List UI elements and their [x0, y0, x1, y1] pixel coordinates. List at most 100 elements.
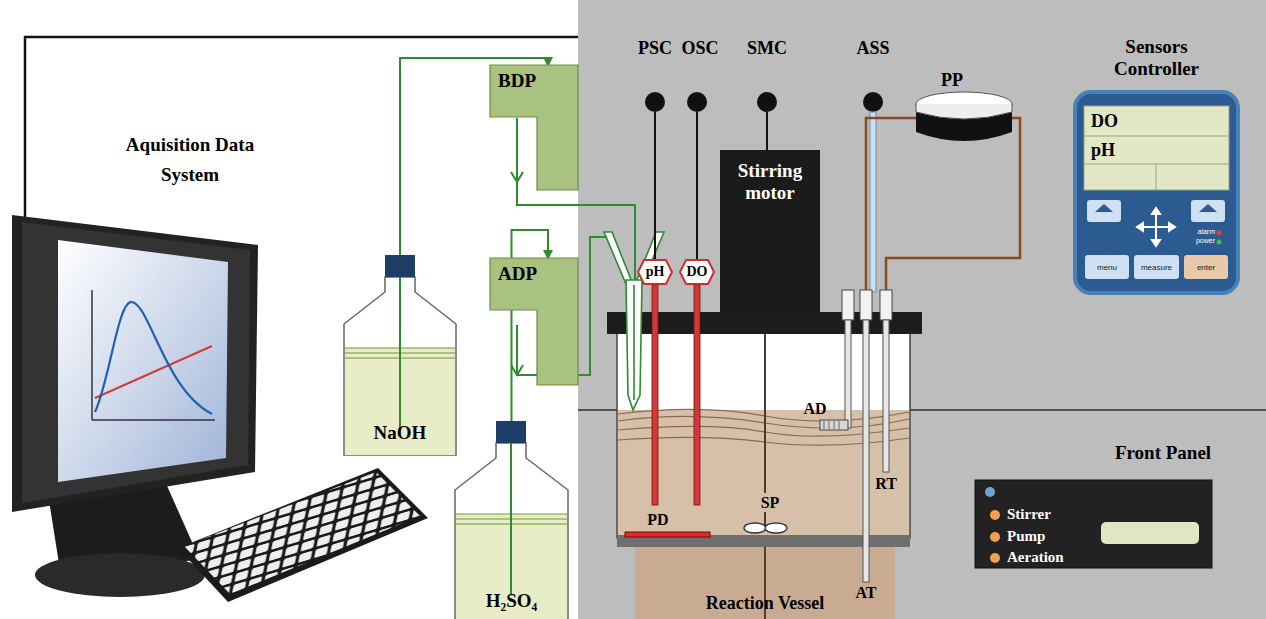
node-text: Pump [1007, 528, 1097, 545]
node-title: ADP [498, 263, 558, 285]
stirring-motor: Stirring motor [720, 150, 820, 312]
circle-stroke [990, 553, 1000, 563]
node-title: H₂SO₄ [453, 590, 570, 612]
circle-stroke [645, 92, 665, 112]
path-stroke [95, 302, 212, 414]
rect-stroke [652, 285, 658, 505]
vessel-tubes [820, 290, 892, 582]
line-stroke [696, 112, 698, 262]
node-text: alarm [1177, 228, 1215, 236]
polygon-stroke [638, 260, 672, 284]
polygon-stroke [178, 468, 428, 602]
node-text: Stirrer [1007, 506, 1097, 523]
rect-stroke [635, 546, 895, 619]
g-stroke [1137, 208, 1175, 246]
polyline-stroke [886, 118, 1020, 290]
rect-stroke [1134, 255, 1179, 279]
line-stroke [633, 285, 635, 400]
probes [645, 92, 883, 505]
part-label: PP [928, 66, 976, 95]
polygon-stroke [626, 280, 642, 410]
path-stroke [490, 65, 578, 190]
line-stroke [510, 421, 512, 594]
polygon-stroke [22, 222, 250, 503]
node-title: Sensors Controller [1091, 36, 1222, 80]
part-label: PD [636, 507, 680, 533]
rect-stroke [1075, 92, 1238, 293]
node-text: measure [1134, 263, 1179, 272]
rect-stroke [870, 112, 876, 292]
rect-stroke [842, 290, 854, 320]
node-title: Stirring motor [722, 160, 818, 204]
rect-stroke [1087, 200, 1121, 222]
rect-stroke [863, 320, 869, 582]
part-label: AT [846, 580, 886, 606]
node-title: NaOH [342, 422, 458, 444]
node-text: power [1177, 237, 1215, 245]
rect-stroke [720, 150, 820, 312]
line-stroke [839, 421, 840, 429]
ellipse-stroke [744, 523, 766, 533]
rect-stroke [1101, 522, 1199, 544]
node-text: Aeration [1007, 549, 1097, 566]
dosing-pump: BDP [490, 65, 578, 190]
rect-stroke [880, 290, 892, 320]
circle-stroke [1217, 231, 1222, 236]
node-text: DO [1091, 111, 1151, 132]
line-stroke [1156, 164, 1157, 190]
circle-stroke [863, 92, 883, 112]
node-title: Front Panel [1093, 442, 1233, 464]
connector-label: OSC [675, 34, 725, 63]
circle-stroke [1217, 240, 1222, 245]
circle-stroke [990, 532, 1000, 542]
circle-stroke [985, 487, 995, 497]
path-stroke [511, 365, 523, 375]
dosing-pump: ADP [490, 258, 578, 385]
line-stroke [829, 421, 830, 429]
system-label: Aquisition Data System [95, 130, 285, 191]
ellipse-stroke [765, 523, 787, 533]
part-label: AD [796, 396, 834, 422]
path-stroke [490, 258, 578, 385]
reagent-bottle: NaOH [342, 252, 458, 455]
reagent-bottle-shape [453, 418, 570, 619]
rect-stroke [496, 421, 526, 443]
path-stroke [511, 172, 523, 182]
polygon-stroke [58, 240, 228, 482]
rect-stroke [975, 480, 1212, 568]
circle-stroke [757, 92, 777, 112]
rect-stroke [625, 532, 710, 537]
rect-stroke [694, 285, 700, 505]
line-stroke [766, 112, 768, 150]
line-stroke [91, 290, 93, 420]
front-panel: Front PanelStirrerPumpAeration [975, 480, 1212, 568]
reagent-bottle: H₂SO₄ [453, 418, 570, 619]
polygon-stroke [604, 232, 632, 284]
instrument-panel [578, 0, 1266, 619]
line-stroke [824, 421, 825, 429]
rect-stroke [385, 255, 415, 277]
node-text: enter [1184, 263, 1228, 272]
path-stroke [916, 104, 1012, 119]
vessel-label: Reaction Vessel [680, 592, 850, 615]
rect-stroke [1085, 255, 1129, 279]
line-stroke [654, 112, 656, 262]
g-stroke [744, 523, 787, 533]
sensors-controller: Sensors ControllerDOpHalarmpowermenumeas… [1073, 90, 1240, 295]
connector-label: ASS [848, 34, 898, 63]
line-stroke [1084, 136, 1229, 137]
rect-stroke [883, 320, 889, 472]
rect-stroke [1191, 200, 1225, 222]
path-stroke [1137, 223, 1143, 231]
rect-stroke [820, 420, 848, 430]
ellipse-stroke [35, 553, 205, 597]
node-title: pH [637, 264, 673, 280]
path-stroke [1095, 204, 1113, 212]
part-label: RT [866, 471, 906, 497]
node-text: pH [1091, 140, 1151, 161]
g-stroke [824, 421, 839, 429]
line-stroke [1141, 226, 1171, 228]
path-stroke [1152, 208, 1160, 214]
line-stroke [399, 255, 401, 430]
